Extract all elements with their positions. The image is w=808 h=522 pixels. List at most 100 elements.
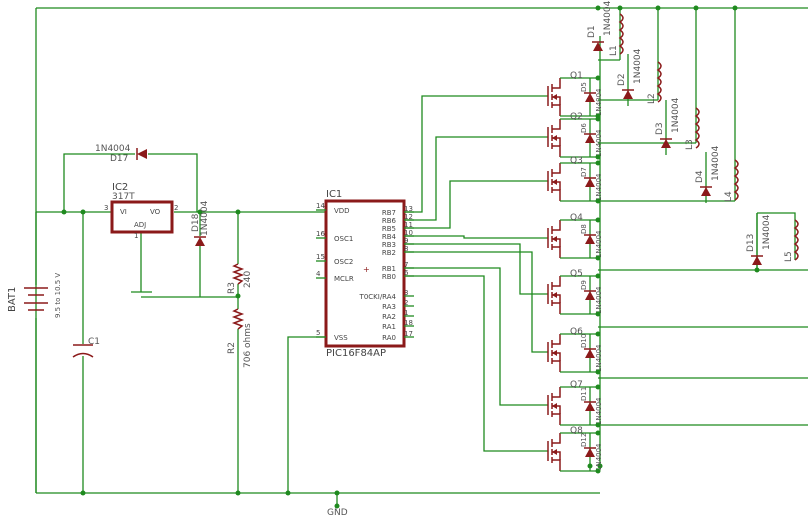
battery-bat1: BAT1 9.5 to 10.5 V <box>7 212 62 493</box>
mcu-pin-name: RB0 <box>382 273 396 281</box>
junction-dot <box>595 116 601 122</box>
junction-dot <box>80 490 86 496</box>
junction-dot <box>235 490 241 496</box>
wires <box>35 7 808 506</box>
inductor-ref: L1 <box>609 45 619 56</box>
diode-part: 1N4004 <box>762 214 772 250</box>
diode-ref: D12 <box>580 433 588 447</box>
mcu-pin-name: RB2 <box>382 249 396 257</box>
junction-dot <box>732 5 738 11</box>
diode-part: 1N4004 <box>595 344 603 372</box>
regulator-part: 317T <box>112 192 135 202</box>
junction-dot <box>235 293 241 299</box>
mcu-pin-number: 4 <box>316 270 321 278</box>
mosfet-ref: Q3 <box>570 156 583 166</box>
d18-ref: D18 <box>191 213 201 232</box>
diode-ref: D2 <box>617 73 627 86</box>
inductor-l3: L3 <box>685 107 700 150</box>
mcu-part: PIC16F84AP <box>326 348 386 359</box>
diode-part: 1N4004 <box>595 443 603 471</box>
junction-dot <box>334 490 340 496</box>
junction-dot <box>595 311 601 317</box>
mcu-pin-number: 13 <box>404 205 413 213</box>
junction-dot <box>80 209 86 215</box>
r2-value: 706 ohms <box>243 323 253 368</box>
mcu-pin-name: RA0 <box>382 334 396 342</box>
mcu-pin-number: 8 <box>404 245 408 253</box>
diode-ref: D8 <box>580 224 588 234</box>
junction-dot <box>617 5 623 11</box>
junction-dot <box>595 160 601 166</box>
capacitor-ref: C1 <box>88 337 100 347</box>
mcu-pin-name: VSS <box>334 334 348 342</box>
mcu-pin-number: 17 <box>404 330 413 338</box>
r3-ref: R3 <box>227 282 237 294</box>
regulator-pin-adj: ADJ <box>134 221 146 229</box>
mcu-pin-number: 16 <box>316 230 325 238</box>
diode-d9: D9 1N4004 <box>580 276 603 314</box>
resistor-r3: R3 240 <box>227 263 253 294</box>
diode-part: 1N4004 <box>595 397 603 425</box>
junction-dot <box>595 430 601 436</box>
mcu-pin-name: T0CKI/RA4 <box>359 293 397 301</box>
regulator-num-out: 2 <box>174 204 178 212</box>
inductor-l4: L4 <box>724 159 739 202</box>
inductor-l2: L2 <box>647 61 662 104</box>
diode-ref: D9 <box>580 280 588 290</box>
mcu-pin-number: 11 <box>404 221 413 229</box>
mcu-pin-name: MCLR <box>334 275 354 283</box>
ground-label: GND <box>327 508 348 518</box>
mcu-pin-name: RA1 <box>382 323 396 331</box>
svg-text:+: + <box>363 265 370 274</box>
mcu-pin-number: 1 <box>404 309 408 317</box>
diode-ref: D3 <box>655 122 665 135</box>
diode-part: 1N4004 <box>595 286 603 314</box>
regulator-num-adj: 1 <box>134 232 138 240</box>
diode-ref: D4 <box>695 170 705 183</box>
mcu-pin-name: RA3 <box>382 303 396 311</box>
junction-dot <box>595 198 601 204</box>
mcu-pin-name: OSC1 <box>334 235 353 243</box>
mcu-pin-name: RA2 <box>382 313 396 321</box>
resistor-r2: R2 706 ohms <box>227 308 253 368</box>
mosfet-ref: Q8 <box>570 426 583 436</box>
inductor-ref: L3 <box>685 139 695 150</box>
diode-ref: D6 <box>580 123 588 133</box>
junction-dot <box>595 369 601 375</box>
inductor-ref: L5 <box>784 251 794 262</box>
battery-ref: BAT1 <box>7 287 18 312</box>
d17-ref: D17 <box>110 154 128 164</box>
junction-dot <box>595 468 601 474</box>
junction-dot <box>595 331 601 337</box>
diode-ref: D11 <box>580 387 588 401</box>
diode-part: 1N4004 <box>633 48 643 84</box>
junctions <box>61 5 760 496</box>
battery-voltage: 9.5 to 10.5 V <box>54 273 62 318</box>
inductor-ref: L2 <box>647 93 657 104</box>
junction-dot <box>595 273 601 279</box>
mcu-ref: IC1 <box>326 189 342 200</box>
r3-value: 240 <box>243 271 253 288</box>
mosfet-ref: Q2 <box>570 112 583 122</box>
mosfet-ref: Q1 <box>570 71 583 81</box>
mcu-pin-name: RB3 <box>382 241 396 249</box>
mcu-pin-number: 5 <box>316 329 320 337</box>
ground-symbol: GND <box>327 503 348 518</box>
diode-ref: D10 <box>580 334 588 348</box>
junction-dot <box>597 463 603 469</box>
mcu-pin-name: RB5 <box>382 225 396 233</box>
mosfet-ref: Q5 <box>570 269 583 279</box>
mcu-pin-number: 9 <box>404 237 408 245</box>
regulator-ic2: IC2 317T VI VO ADJ 3 2 1 <box>104 182 178 240</box>
mcu-pin-number: 18 <box>404 319 413 327</box>
diode-ref: D5 <box>580 82 588 92</box>
mcu-pin-number: 15 <box>316 253 325 261</box>
